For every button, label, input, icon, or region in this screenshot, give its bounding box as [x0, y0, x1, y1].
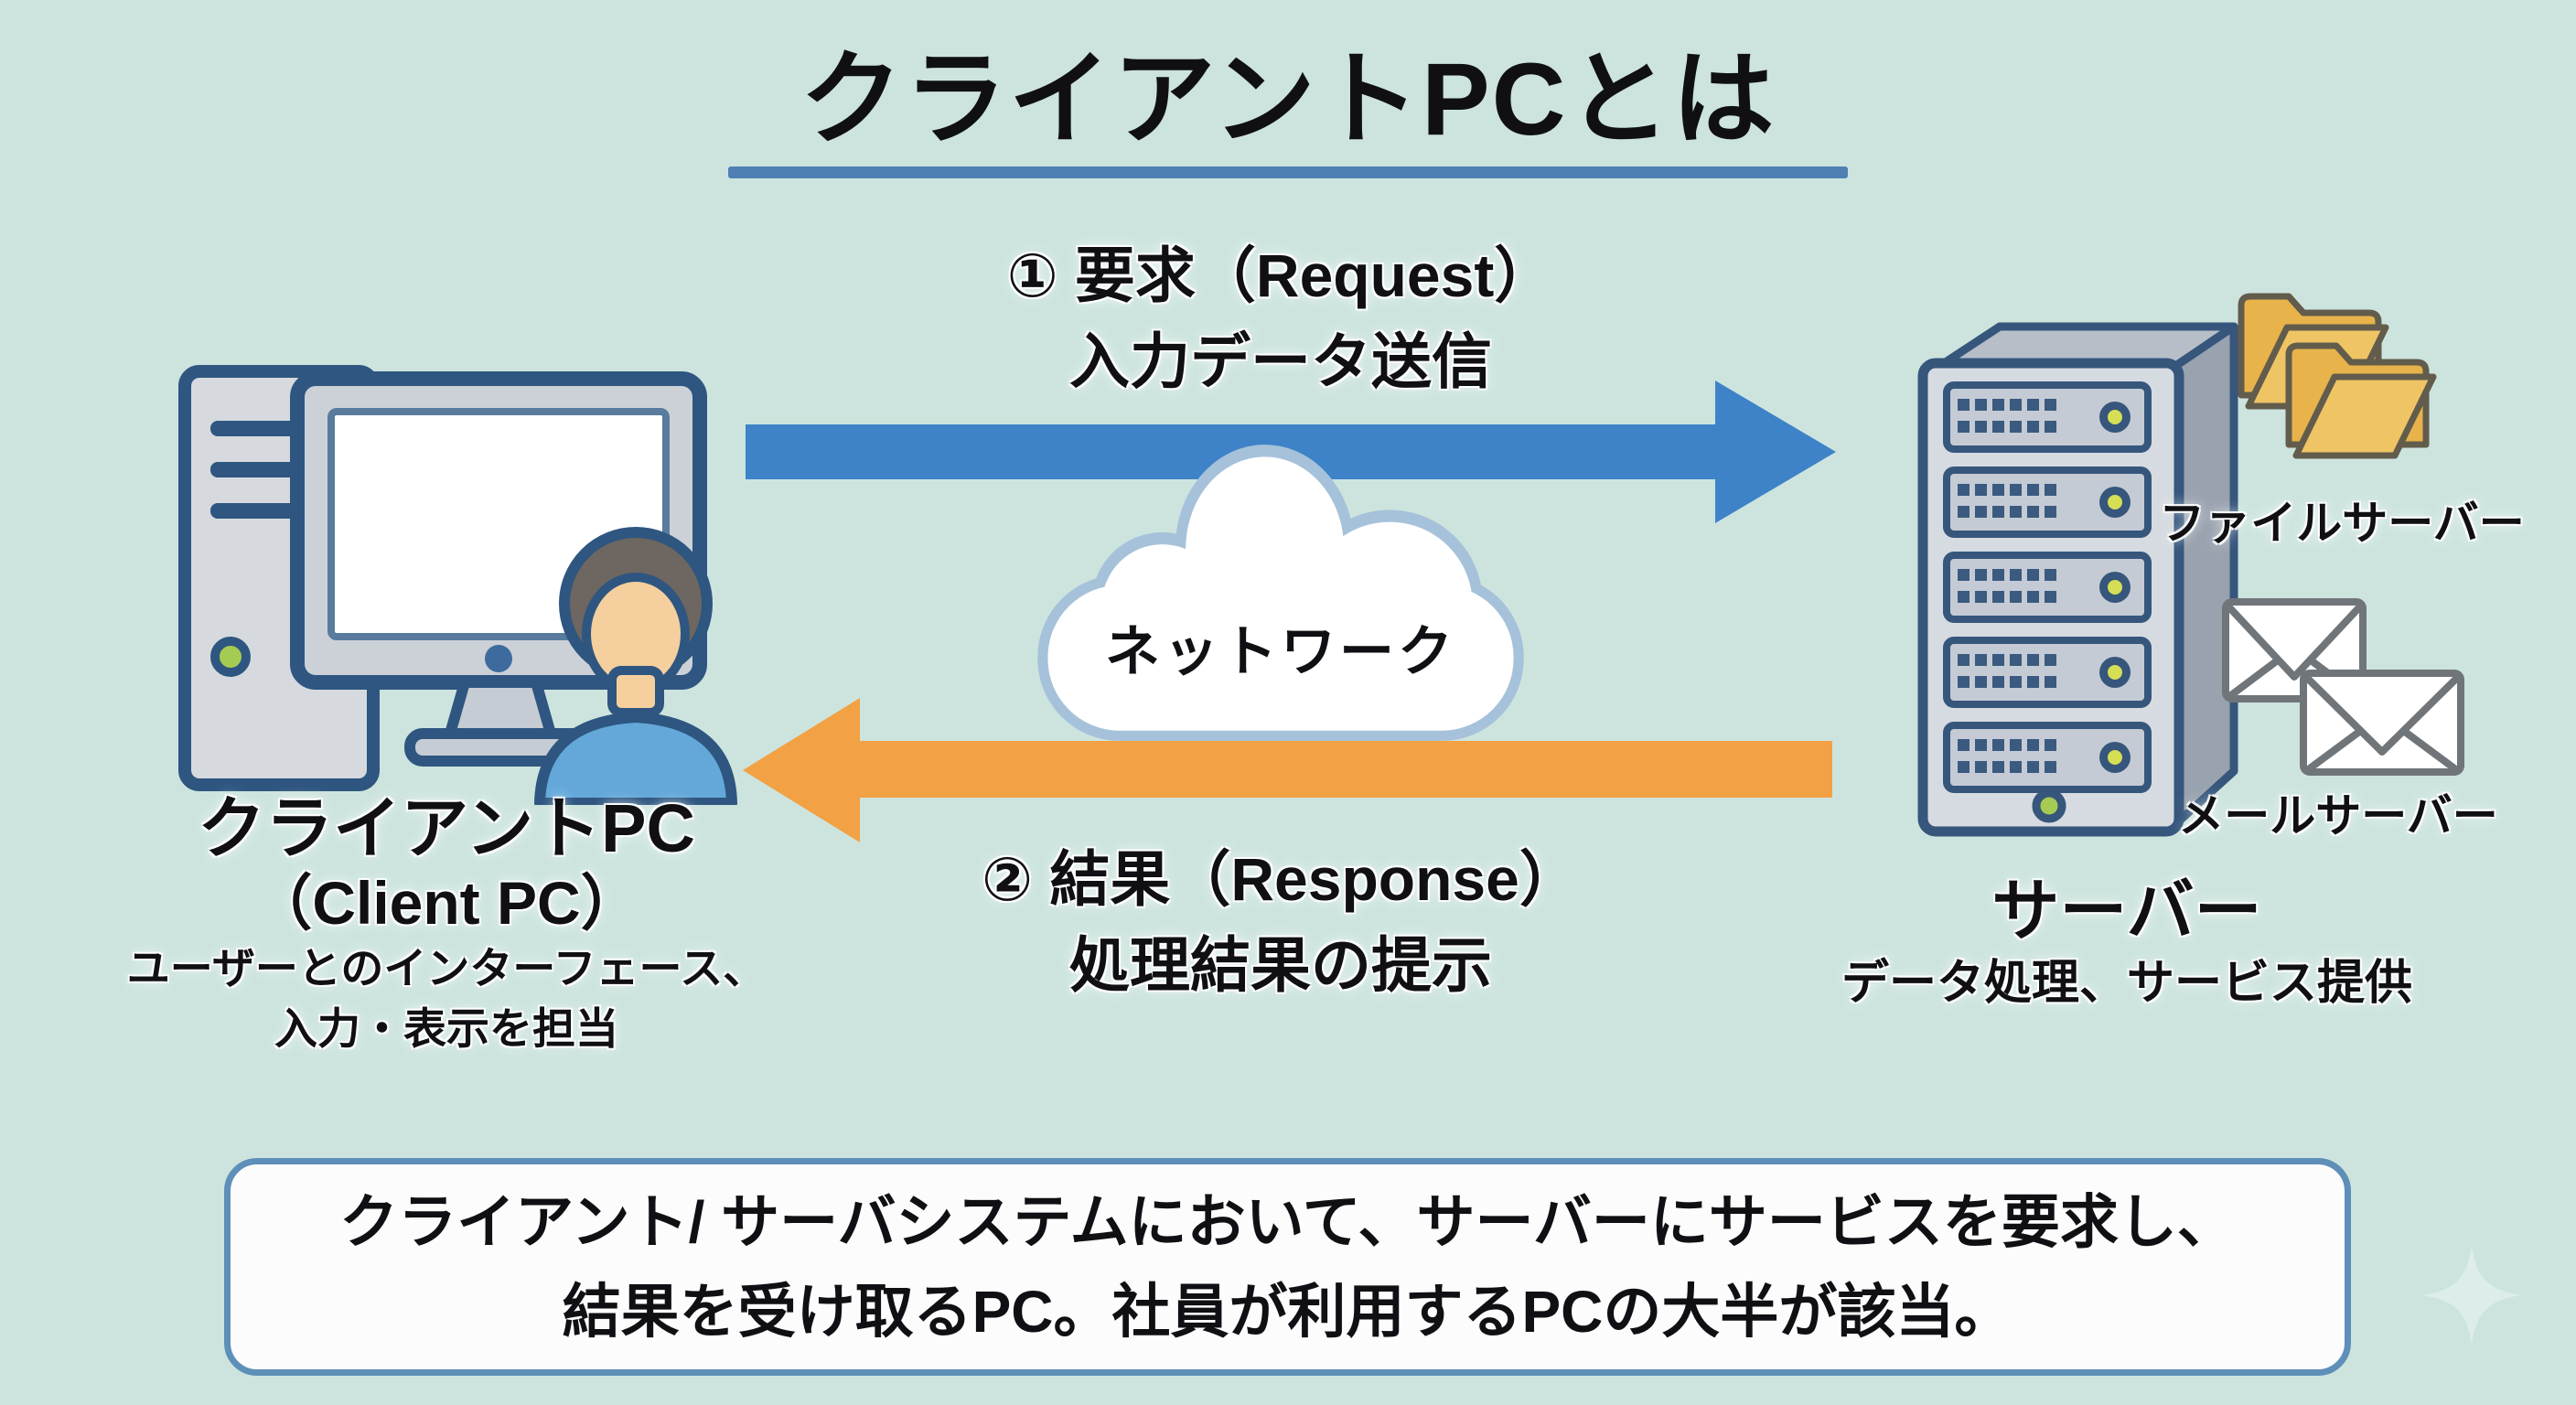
envelope-front-icon	[2300, 670, 2464, 776]
summary-line1: クライアント/ サーバシステムにおいて、サーバーにサービスを要求し、	[339, 1189, 2236, 1255]
desktop-pc-icon	[178, 365, 737, 805]
response-label: ② 結果（Response） 処理結果の提示	[982, 836, 1580, 1008]
request-arrow-head	[1715, 381, 1836, 523]
page-title: クライアントPCとは	[800, 42, 1776, 156]
network-label: ネットワーク	[1105, 621, 1456, 682]
request-line2: 入力データ送信	[1068, 327, 1492, 395]
response-arrow-head	[743, 698, 860, 842]
response-line2: 処理結果の提示	[1069, 931, 1492, 999]
request-label: ① 要求（Request） 入力データ送信	[1007, 232, 1555, 404]
network-cloud-icon	[1037, 445, 1524, 741]
client-name-label: クライアントPC	[198, 790, 695, 866]
client-desc-line1: ユーザーとのインターフェース、	[126, 944, 767, 992]
response-line1: ② 結果（Response）	[982, 845, 1580, 913]
summary-box: クライアント/ サーバシステムにおいて、サーバーにサービスを要求し、 結果を受け…	[224, 1158, 2351, 1376]
folder-stack-icon	[2232, 285, 2447, 468]
response-arrow-icon	[860, 741, 1832, 798]
client-name-en-label: （Client PC）	[252, 869, 641, 937]
client-desc-line2: 入力・表示を担当	[274, 1004, 618, 1053]
user-icon	[534, 527, 737, 805]
mail-envelopes-icon	[2222, 598, 2464, 776]
summary-line2: 結果を受け取るPC。社員が利用するPCの大半が該当。	[562, 1279, 2013, 1345]
server-desc-label: データ処理、サービス提供	[1841, 957, 2413, 1010]
file-server-label: ファイルサーバー	[2159, 498, 2525, 549]
server-tower-icon	[1917, 322, 2238, 837]
server-name-label: サーバー	[1991, 873, 2262, 949]
sparkle-icon	[2422, 1246, 2521, 1345]
request-line1: ① 要求（Request）	[1006, 241, 1555, 309]
mail-server-label: メールサーバー	[2178, 790, 2498, 842]
title-underline	[728, 166, 1848, 178]
